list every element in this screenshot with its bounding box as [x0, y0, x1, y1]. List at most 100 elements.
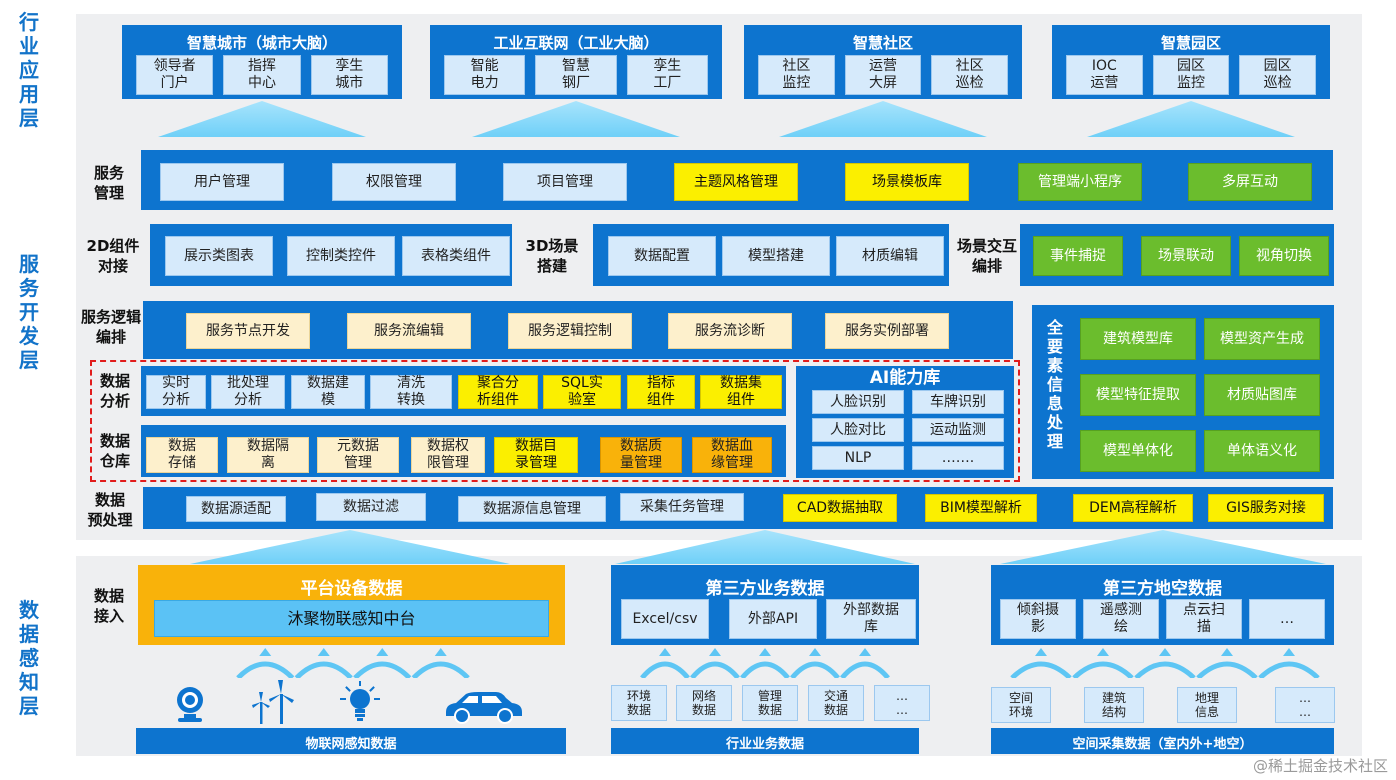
up-arrow	[1000, 530, 1326, 564]
warehouse-item: 数据目 录管理	[494, 437, 578, 473]
iot-bar	[136, 728, 566, 754]
elements-item: 模型特征提取	[1080, 374, 1196, 416]
logic-item: 服务流编辑	[347, 313, 471, 349]
third-biz-item: 外部API	[729, 599, 817, 639]
app-item: 指挥 中心	[223, 55, 301, 95]
warehouse-label: 数据 仓库	[99, 432, 130, 470]
logic-item: 服务实例部署	[825, 313, 949, 349]
interact-item: 场景联动	[1141, 236, 1231, 276]
space-sources-label: 空间采集数据（室内外+地空）	[1072, 737, 1253, 752]
service-mgmt-item: 主题风格管理	[674, 163, 798, 201]
interact-item: 事件捕捉	[1033, 236, 1123, 276]
biz-source-item: 网络 数据	[676, 685, 732, 721]
service-mgmt-item: 权限管理	[332, 163, 456, 201]
warehouse-item: 数据隔 离	[227, 437, 309, 473]
biz-source-item: 环境 数据	[611, 685, 667, 721]
app-item: 社区 监控	[758, 55, 835, 95]
preprocess-item: 数据源信息管理	[458, 496, 606, 522]
biz-sources-bar	[611, 728, 919, 754]
space-source-item: … …	[1275, 687, 1335, 723]
analysis-item: 批处理 分析	[211, 375, 285, 409]
app-item: 领导者 门户	[136, 55, 214, 95]
platform-title: 平台设备数据	[300, 579, 403, 599]
preprocess-item: BIM模型解析	[925, 494, 1037, 522]
service-mgmt-item: 多屏互动	[1188, 163, 1312, 201]
service-mgmt-item: 场景模板库	[845, 163, 969, 201]
platform-hub: 沐聚物联感知中台	[154, 600, 549, 637]
preprocess-item: 数据过滤	[316, 493, 426, 521]
analysis-item: SQL实 验室	[543, 375, 621, 409]
data-core-frame	[90, 360, 1020, 482]
elements-item: 模型资产生成	[1204, 318, 1320, 360]
up-arrow	[1087, 101, 1295, 137]
elements-item: 建筑模型库	[1080, 318, 1196, 360]
biz-source-item: 交通 数据	[808, 685, 864, 721]
space-source-item: 空间 环境	[991, 687, 1051, 723]
app-item: 园区 巡检	[1239, 55, 1316, 95]
elements-item: 模型单体化	[1080, 430, 1196, 472]
camera-icon	[177, 687, 203, 722]
upload-arrows	[236, 648, 470, 678]
third-geo-item: 遥感测 绘	[1083, 599, 1159, 639]
third-geo-title: 第三方地空数据	[1103, 579, 1222, 599]
elements-item: 材质贴图库	[1204, 374, 1320, 416]
scene3d-item: 模型搭建	[722, 236, 830, 276]
biz-source-item: 管理 数据	[742, 685, 798, 721]
scene3d-item: 数据配置	[608, 236, 716, 276]
third-biz-title: 第三方业务数据	[705, 579, 825, 599]
app-item: 运营 大屏	[844, 55, 922, 95]
preprocess-item: GIS服务对接	[1208, 494, 1324, 522]
up-arrow	[472, 101, 680, 137]
app-title: 智慧社区	[852, 34, 913, 52]
logic-item: 服务流诊断	[668, 313, 792, 349]
preprocess-item: 采集任务管理	[620, 493, 744, 521]
biz-sources-label: 行业业务数据	[725, 737, 804, 752]
up-arrow	[779, 101, 987, 137]
logic-label: 服务逻辑 编排	[80, 308, 141, 346]
third-biz-item: Excel/csv	[621, 599, 709, 639]
ai-item: 运动监测	[912, 418, 1004, 442]
third-biz-item: 外部数据 库	[826, 599, 916, 639]
analysis-item: 实时 分析	[146, 375, 206, 409]
elements-item: 单体语义化	[1204, 430, 1320, 472]
warehouse-item: 数据权 限管理	[411, 437, 485, 473]
analysis-item: 数据集 组件	[700, 375, 782, 409]
ai-item: NLP	[812, 446, 904, 470]
ai-title: AI能力库	[869, 368, 941, 388]
app-item: 孪生 工厂	[626, 55, 708, 95]
warehouse-item: 数据 存储	[146, 437, 218, 473]
analysis-item: 数据建 模	[291, 375, 365, 409]
analysis-item: 清洗 转换	[370, 375, 452, 409]
upload-arrows	[1010, 648, 1320, 678]
service-mgmt-label: 服务 管理	[93, 164, 124, 202]
comp2d-item: 控制类控件	[287, 236, 395, 276]
service-mgmt-item: 项目管理	[503, 163, 627, 201]
interact-label: 场景交互 编排	[956, 237, 1017, 275]
app-item: 智能 电力	[444, 55, 526, 95]
upload-arrows	[640, 648, 890, 678]
analysis-label: 数据 分析	[99, 372, 130, 410]
layer-label-service: 服务开发层	[19, 252, 39, 372]
app-item: 社区 巡检	[931, 55, 1008, 95]
warehouse-item: 数据血 缘管理	[692, 437, 772, 473]
space-source-item: 地理 信息	[1177, 687, 1237, 723]
app-item: 园区 监控	[1152, 55, 1230, 95]
app-item: 孪生 城市	[310, 55, 388, 95]
up-arrow	[158, 101, 366, 137]
comp2d-item: 表格类组件	[402, 236, 510, 276]
space-sources-bar	[991, 728, 1334, 754]
biz-source-item: … …	[874, 685, 930, 721]
interact-item: 视角切换	[1239, 236, 1329, 276]
up-arrow	[615, 530, 915, 564]
ai-item: 人脸识别	[812, 390, 904, 414]
preprocess-item: DEM高程解析	[1073, 494, 1193, 522]
wind-turbine-icon	[252, 680, 294, 724]
app-item: 智慧 钢厂	[535, 55, 617, 95]
ai-item: 人脸对比	[812, 418, 904, 442]
analysis-item: 聚合分 析组件	[458, 375, 538, 409]
access-label: 数据 接入	[93, 587, 124, 625]
iot-label: 物联网感知数据	[305, 737, 397, 752]
comp2d-label: 2D组件 对接	[86, 237, 140, 275]
app-item: IOC 运营	[1066, 55, 1143, 95]
space-source-item: 建筑 结构	[1084, 687, 1144, 723]
